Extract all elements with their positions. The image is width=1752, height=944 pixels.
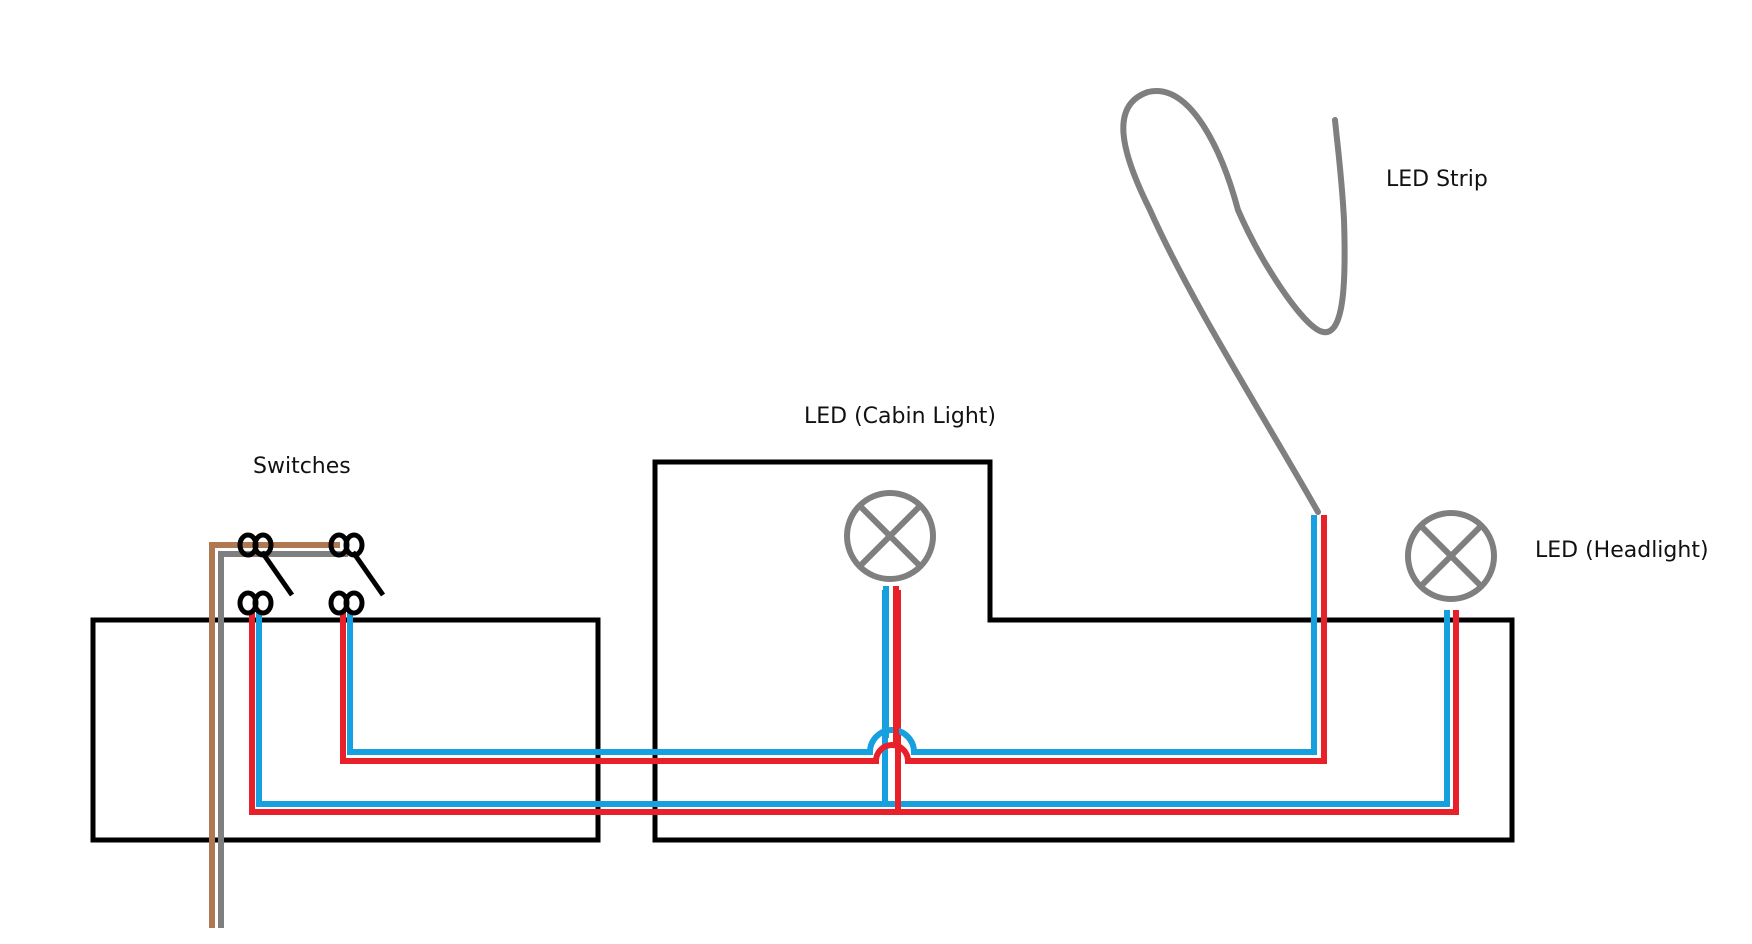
- switch-2-bottom-terminal: [343, 590, 365, 616]
- switch-1-bottom-terminal: [252, 590, 274, 616]
- switches-label: Switches: [253, 454, 351, 479]
- switch-2-lever: [350, 550, 386, 597]
- wire-positive-loop-b: [340, 515, 1327, 764]
- wire-negative-loop-b: [347, 515, 1317, 755]
- cabin-light-lamp-icon: [844, 490, 936, 582]
- right-body-outline: [652, 459, 1515, 843]
- headlight-lamp-icon: [1405, 510, 1497, 602]
- led-strip-wire: [1120, 88, 1348, 515]
- led-strip-label: LED Strip: [1386, 167, 1488, 192]
- switch-1[interactable]: [237, 532, 295, 616]
- feed-wire-grey: [218, 551, 348, 928]
- cabin-light-label: LED (Cabin Light): [804, 404, 997, 429]
- wire-positive-loop-a: [249, 590, 1459, 815]
- switch-1-lever: [259, 550, 295, 597]
- switch-2[interactable]: [328, 532, 386, 616]
- headlight-label: LED (Headlight): [1535, 538, 1709, 563]
- feed-wire-brown: [209, 542, 262, 928]
